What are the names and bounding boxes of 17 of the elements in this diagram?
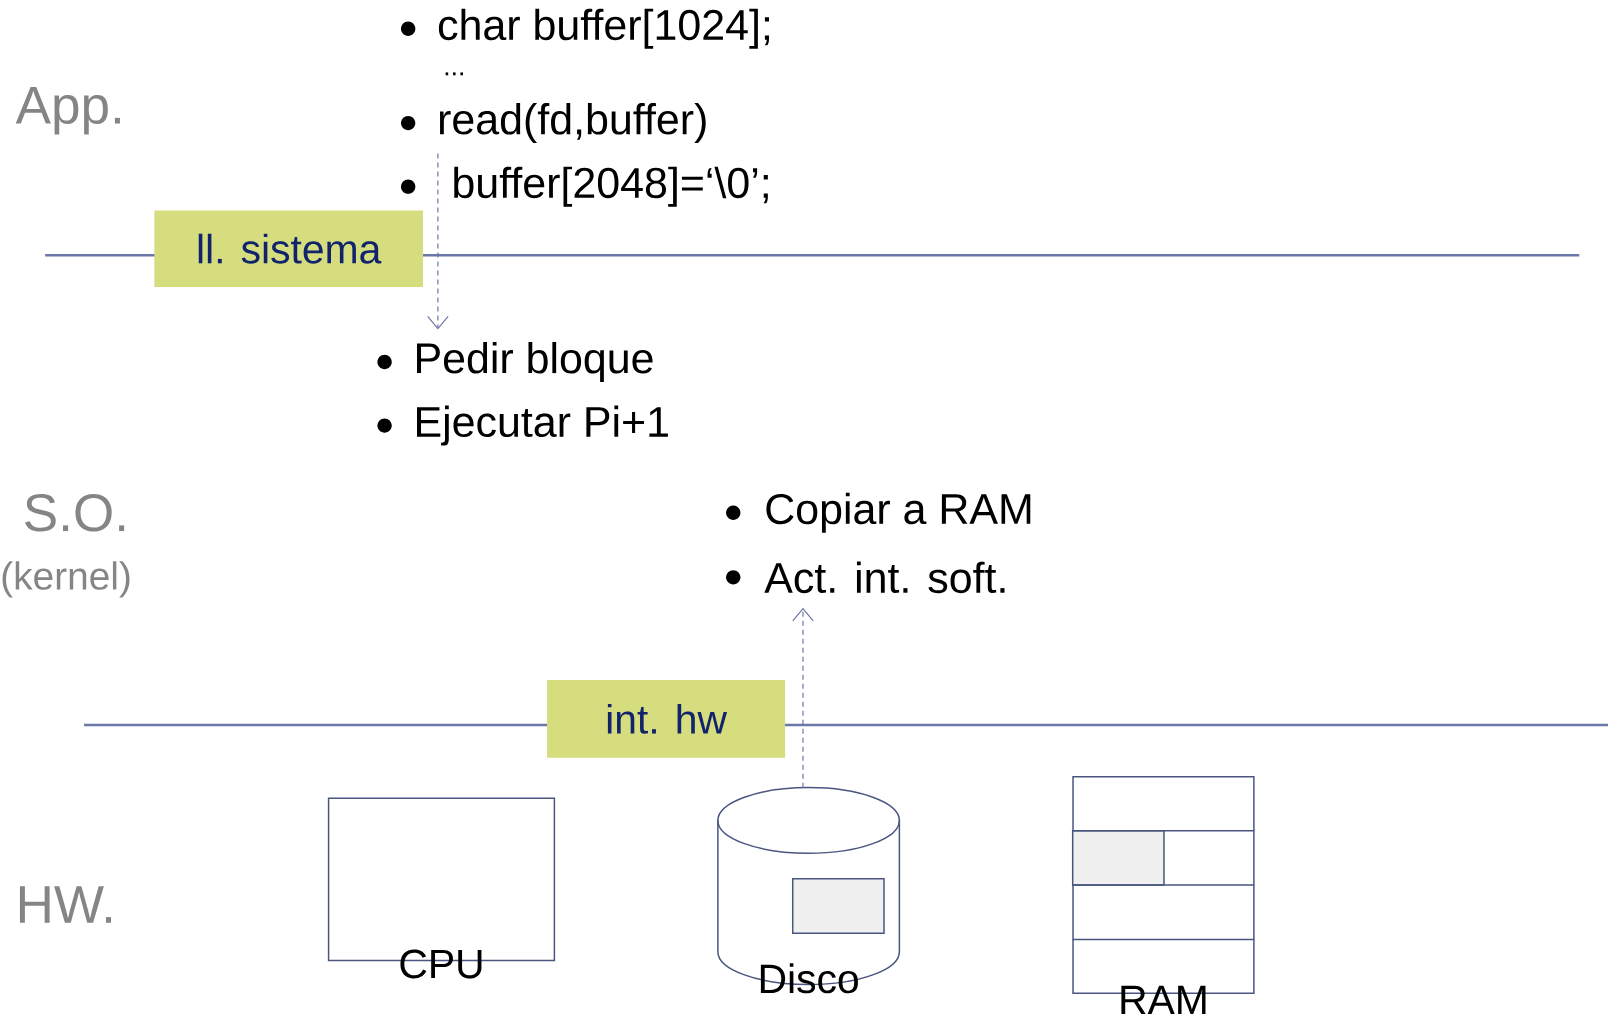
layer-label: HW.	[19, 886, 112, 923]
list-item: read(fd,buffer)	[439, 103, 706, 144]
code-line: buffer[2048]=‘\0’;	[454, 166, 768, 207]
label-box: int. hw	[547, 680, 786, 758]
code-line: Ejecutar Pi+1	[417, 405, 668, 446]
arrow	[427, 152, 449, 330]
arrow	[792, 607, 814, 789]
list-item: Pedir bloque	[417, 342, 653, 382]
layer-label: S.O.	[25, 493, 125, 532]
label-box: ll. sistema	[154, 210, 424, 287]
code-line: Copiar a RAM	[766, 492, 1031, 533]
code-line: char buffer[1024];	[438, 8, 769, 49]
layer-label: App.	[15, 87, 120, 135]
list-item: Act. int. soft.	[764, 561, 1005, 594]
layer-label: (kernel)	[2, 561, 130, 598]
memory-drawing: RAM	[1071, 776, 1255, 1014]
code-line: ...	[445, 72, 463, 76]
